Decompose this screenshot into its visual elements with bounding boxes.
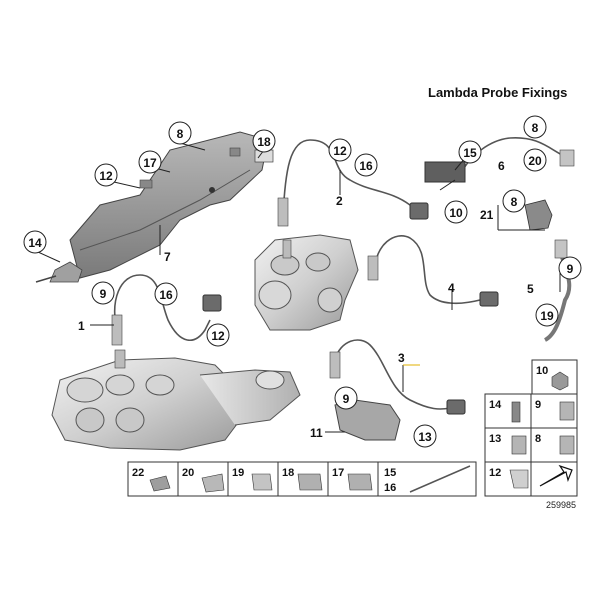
callout-9b: 9: [91, 281, 115, 305]
callout-label: 12: [333, 144, 347, 158]
callout-17: 17: [138, 150, 162, 174]
grid-label: 9: [535, 399, 541, 411]
lambda-probe-1: [111, 274, 222, 346]
grid-label: 18: [282, 467, 294, 479]
label-21: 21: [480, 208, 494, 222]
callout-19a: 19: [535, 303, 559, 327]
lambda-probe-2: [277, 139, 429, 227]
callout-12a: 12: [94, 163, 118, 187]
callout-label: 9: [343, 392, 350, 406]
callout-9c: 9: [334, 386, 358, 410]
parts-grid-bottom: 22 20 19 18 17 15 16: [127, 461, 477, 497]
grid-label: 19: [232, 467, 244, 479]
callout-label: 9: [567, 262, 574, 276]
heat-shield: [35, 131, 274, 283]
label-7: 7: [164, 250, 171, 264]
callout-label: 8: [511, 195, 518, 209]
grid-label: 8: [535, 433, 541, 445]
callout-9a: 9: [558, 256, 582, 280]
callout-label: 17: [143, 156, 157, 170]
image-number: 259985: [546, 500, 577, 510]
grid-label: 10: [536, 365, 548, 377]
callout-16b: 16: [154, 282, 178, 306]
grid-label: 20: [182, 467, 194, 479]
label-2: 2: [336, 194, 343, 208]
callout-12b: 12: [328, 138, 352, 162]
callout-label: 15: [463, 146, 477, 160]
grid-label: 12: [489, 467, 501, 479]
label-5: 5: [527, 282, 534, 296]
callout-label: 16: [159, 288, 173, 302]
callout-13a: 13: [413, 424, 437, 448]
callout-8c: 8: [502, 189, 526, 213]
callout-10a: 10: [444, 200, 468, 224]
callout-12c: 12: [206, 323, 230, 347]
bracket-21: [524, 199, 553, 231]
callout-8a: 8: [168, 121, 192, 145]
callout-label: 8: [532, 121, 539, 135]
callout-18: 18: [252, 129, 276, 153]
exhaust-manifold-upper: [254, 234, 359, 331]
grid-label: 16: [384, 482, 396, 494]
callout-label: 10: [449, 206, 463, 220]
callout-label: 14: [28, 236, 42, 250]
label-6: 6: [498, 159, 505, 173]
grid-label: 14: [489, 399, 502, 411]
callout-label: 13: [418, 430, 432, 444]
page-title: Lambda Probe Fixings: [428, 85, 568, 100]
callout-8b: 8: [523, 115, 547, 139]
grid-label: 22: [132, 467, 144, 479]
exhaust-manifold-lower: [51, 349, 301, 451]
callout-16a: 16: [354, 153, 378, 177]
parts-grid-right: 10 14 9 13 8 12: [484, 359, 578, 497]
lambda-probe-4: [367, 235, 499, 307]
grid-label: 17: [332, 467, 344, 479]
callout-label: 19: [540, 309, 554, 323]
callout-20a: 20: [523, 148, 547, 172]
callout-label: 8: [177, 127, 184, 141]
label-11: 11: [310, 426, 323, 440]
callout-label: 18: [257, 135, 271, 149]
callout-15a: 15: [458, 140, 482, 164]
label-3: 3: [398, 351, 405, 365]
callout-14a: 14: [23, 230, 47, 254]
callout-label: 12: [211, 329, 225, 343]
label-1: 1: [78, 319, 85, 333]
callout-label: 16: [359, 159, 373, 173]
lambda-probe-3: [329, 339, 466, 415]
grid-label: 15: [384, 467, 396, 479]
label-4: 4: [448, 281, 455, 295]
callout-label: 20: [528, 154, 542, 168]
callout-label: 12: [99, 169, 113, 183]
callout-label: 9: [100, 287, 107, 301]
grid-label: 13: [489, 433, 501, 445]
